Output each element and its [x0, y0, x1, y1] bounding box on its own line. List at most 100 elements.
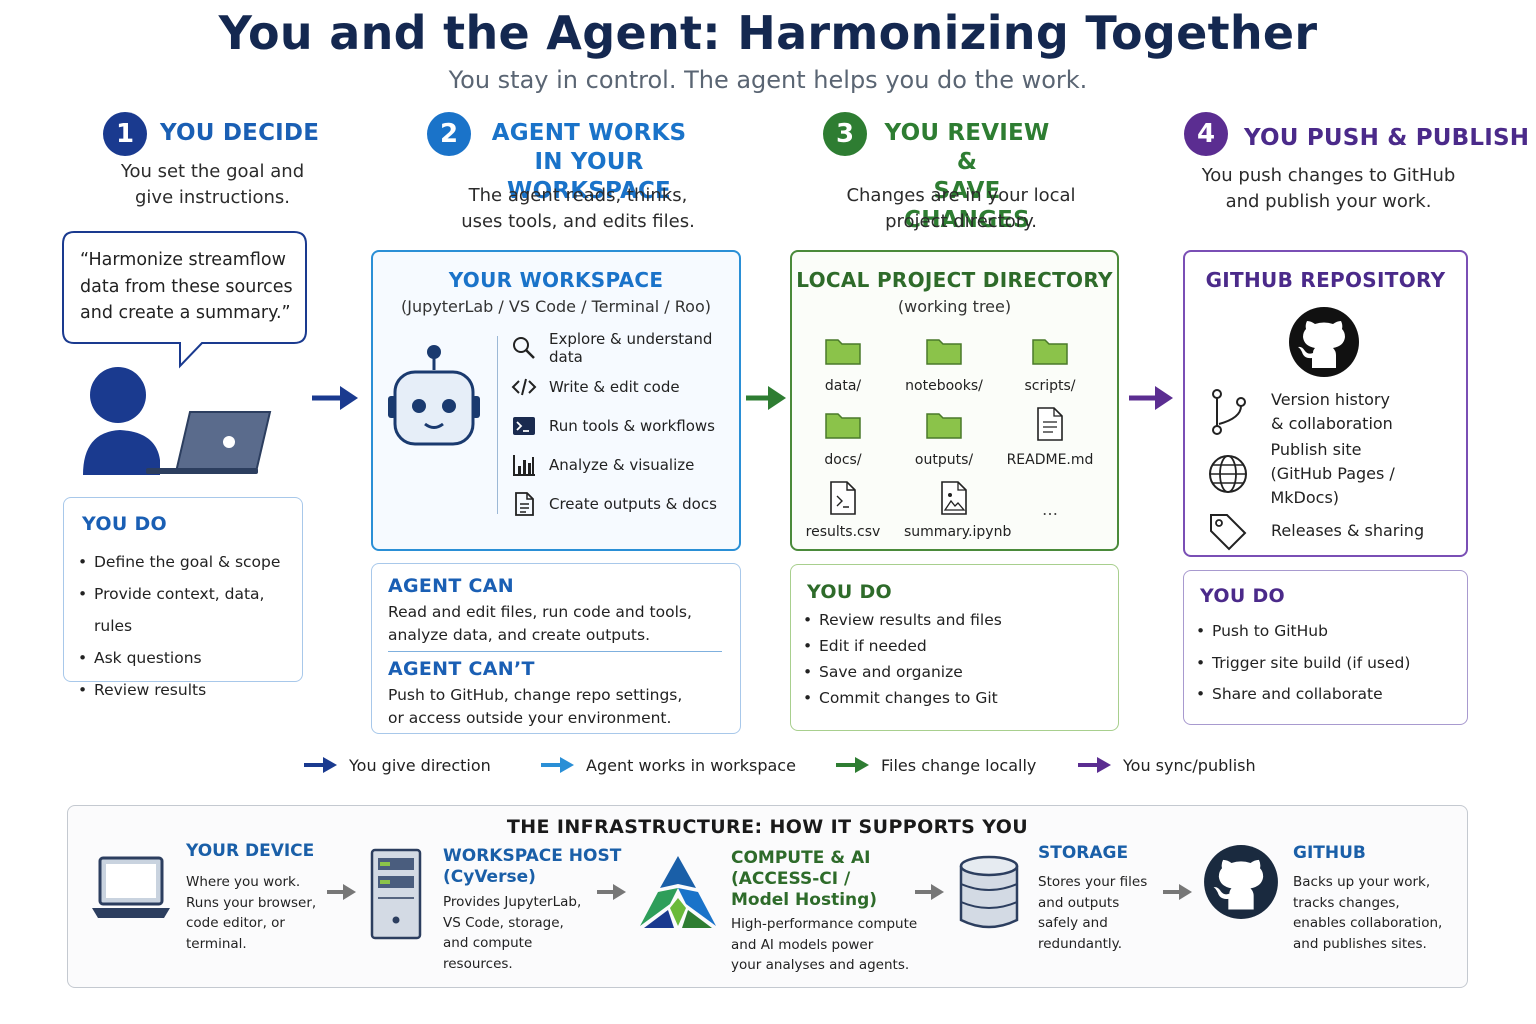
document-icon [1037, 407, 1063, 441]
list-item: Provide context, data, rules [78, 578, 302, 642]
code-icon [511, 378, 537, 395]
list-item: Edit if needed [803, 633, 1002, 659]
database-icon [959, 855, 1019, 929]
infra-host-text: Provides JupyterLab,VS Code, storage,and… [443, 894, 582, 972]
list-item: Share and collaborate [1196, 679, 1410, 711]
list-item: Review results and files [803, 607, 1002, 633]
bar-chart-icon [513, 454, 535, 476]
list-item: Push to GitHub [1196, 616, 1410, 648]
legend-item-files: Files change locally [835, 754, 1036, 776]
legend-item-agent: Agent works in workspace [540, 754, 796, 776]
github-feature-version: Version history& collaboration [1207, 386, 1466, 438]
github-repository-heading: GITHUB REPOSITORY [1205, 268, 1446, 292]
feature-code: Write & edit code [511, 367, 739, 406]
list-item: Trigger site build (if used) [1196, 648, 1410, 680]
github-feature-releases: Releases & sharing [1207, 508, 1466, 554]
folder-icon [1032, 339, 1068, 365]
infrastructure-heading: THE INFRASTRUCTURE: HOW IT SUPPORTS YOU [506, 816, 1029, 838]
file-readme[interactable]: README.md [1005, 406, 1095, 468]
feature-run: Run tools & workflows [511, 406, 739, 445]
list-item: Review results [78, 674, 302, 706]
arrow-right-icon [746, 386, 786, 410]
feature-outputs: Create outputs & docs [511, 484, 739, 523]
server-icon [370, 848, 422, 940]
arrow-right-icon [312, 386, 358, 410]
arrow-right-icon [327, 884, 356, 900]
folder-docs[interactable]: docs/ [798, 408, 888, 468]
github-icon [1204, 845, 1278, 919]
you-do-3-heading: YOU DO [807, 581, 892, 603]
local-directory-heading: LOCAL PROJECT DIRECTORY [796, 268, 1113, 292]
step-1-number: 1 [103, 112, 147, 156]
list-item: Commit changes to Git [803, 685, 1002, 711]
you-do-box-3: YOU DO Review results and files Edit if … [790, 564, 1119, 731]
local-directory-box: LOCAL PROJECT DIRECTORY (working tree) d… [790, 250, 1119, 551]
document-icon [515, 491, 534, 516]
feature-explore: Explore & understand data [511, 328, 739, 367]
step-3-heading: YOU REVIEW &SAVE CHANGES [884, 120, 1050, 233]
search-icon [513, 336, 535, 359]
infra-compute-heading: COMPUTE & AI(ACCESS-CI /Model Hosting) [731, 848, 878, 910]
you-do-1-heading: YOU DO [82, 513, 167, 535]
terminal-icon [513, 416, 535, 435]
infra-device-heading: YOUR DEVICE [186, 841, 315, 861]
you-do-box-4: YOU DO Push to GitHub Trigger site build… [1183, 570, 1468, 725]
infra-github-text: Backs up your work,tracks changes,enable… [1293, 874, 1443, 952]
arrow-right-icon [1129, 386, 1173, 410]
you-do-box-1: YOU DO Define the goal & scope Provide c… [63, 497, 303, 706]
arrow-right-icon [304, 757, 337, 773]
local-directory-subheading: (working tree) [897, 297, 1012, 316]
list-item: Define the goal & scope [78, 546, 302, 578]
workspace-feature-list: Explore & understand data Write & edit c… [511, 328, 739, 523]
workspace-box: YOUR WORKSPACE (JupyterLab / VS Code / T… [371, 250, 741, 551]
person-laptop-icon [83, 367, 272, 475]
github-feature-publish: Publish site(GitHub Pages / MkDocs) [1207, 440, 1466, 508]
folder-notebooks[interactable]: notebooks/ [899, 334, 989, 394]
agent-can-text: Read and edit files, run code and tools,… [388, 603, 692, 644]
divider [497, 336, 498, 514]
folder-icon [825, 339, 861, 365]
agent-can-heading: AGENT CAN [388, 575, 515, 597]
you-do-4-list: Push to GitHub Trigger site build (if us… [1196, 616, 1410, 711]
you-do-3-list: Review results and files Edit if needed … [803, 607, 1002, 711]
infra-device-text: Where you work.Runs your browser,code ed… [186, 874, 317, 952]
folder-icon [825, 413, 861, 439]
folder-data[interactable]: data/ [798, 334, 888, 394]
arrow-right-icon [1163, 884, 1192, 900]
agent-capabilities-box: AGENT CAN Read and edit files, run code … [371, 563, 741, 734]
legend-item-sync: You sync/publish [1077, 754, 1256, 776]
infra-github-heading: GITHUB [1293, 843, 1366, 863]
you-do-4-heading: YOU DO [1200, 585, 1285, 607]
workspace-subheading: (JupyterLab / VS Code / Terminal / Roo) [401, 297, 711, 316]
globe-icon [1209, 455, 1247, 493]
terminal-file-icon [830, 481, 856, 515]
folder-scripts[interactable]: scripts/ [1005, 334, 1095, 394]
folder-icon [926, 339, 962, 365]
github-repository-box: GITHUB REPOSITORY Version history& colla… [1183, 250, 1468, 557]
file-results-csv[interactable]: results.csv [798, 480, 888, 540]
robot-icon [388, 345, 480, 446]
infra-host-heading: WORKSPACE HOST(CyVerse) [443, 846, 622, 887]
step-4-heading: YOU PUSH & PUBLISH [1244, 125, 1530, 151]
github-icon [1289, 307, 1359, 377]
workspace-heading: YOUR WORKSPACE [448, 268, 664, 292]
you-do-1-list: Define the goal & scope Provide context,… [78, 546, 302, 706]
list-item: Save and organize [803, 659, 1002, 685]
step-4-number: 4 [1184, 112, 1228, 156]
laptop-icon [92, 856, 170, 918]
folder-icon [926, 413, 962, 439]
speech-bubble [62, 231, 307, 369]
file-summary-ipynb[interactable]: summary.ipynb [904, 480, 1011, 540]
folder-outputs[interactable]: outputs/ [899, 408, 989, 468]
arrow-right-icon [1078, 757, 1111, 773]
arrow-right-icon [915, 884, 944, 900]
arrow-right-icon [597, 884, 626, 900]
list-item: Ask questions [78, 642, 302, 674]
agent-cant-heading: AGENT CAN’T [388, 658, 535, 680]
